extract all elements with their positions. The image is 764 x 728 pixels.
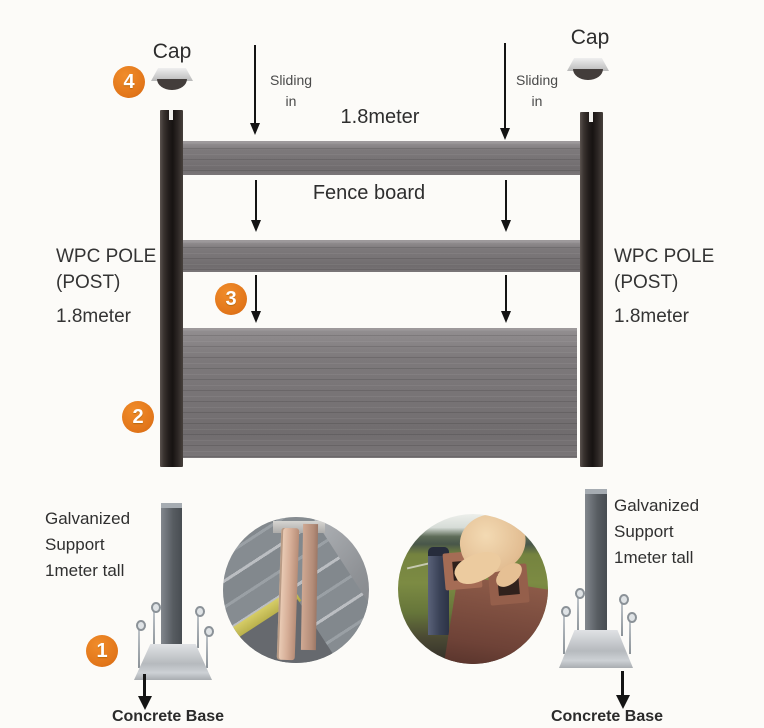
support-label-right: Galvanized Support 1meter tall bbox=[614, 493, 699, 571]
anchor-bolt bbox=[575, 588, 585, 634]
step-badge-4: 4 bbox=[113, 66, 145, 98]
arrow-down-icon-lower-right bbox=[505, 275, 507, 311]
arrow-down-icon-mid-left bbox=[255, 180, 257, 220]
in-word: in bbox=[531, 93, 543, 109]
fence-board-1 bbox=[183, 141, 580, 175]
support-line2: Support bbox=[45, 535, 105, 554]
wpc-pole-right bbox=[580, 112, 603, 467]
step-badge-2: 2 bbox=[122, 401, 154, 433]
step-badge-1: 1 bbox=[86, 635, 118, 667]
support-line2: Support bbox=[614, 522, 674, 541]
sliding-in-annotation-right: Sliding in bbox=[508, 70, 566, 112]
fence-board-label: Fence board bbox=[312, 182, 426, 204]
wpc-pole-left bbox=[160, 110, 183, 467]
pole-height-left: 1.8meter bbox=[56, 306, 131, 327]
support-line3: 1meter tall bbox=[614, 548, 694, 567]
fence-board-2 bbox=[183, 240, 580, 272]
arrow-down-icon-concrete-right bbox=[621, 671, 624, 695]
anchor-bolt bbox=[204, 626, 214, 668]
sliding-word: Sliding bbox=[269, 72, 313, 88]
post-cap-graphic-left bbox=[151, 68, 193, 92]
pole-name-left: WPC POLE bbox=[56, 246, 157, 267]
anchor-bolt bbox=[561, 606, 571, 654]
pole-type-left: (POST) bbox=[56, 272, 121, 293]
anchor-bolt bbox=[619, 594, 629, 636]
cap-under-face bbox=[157, 79, 187, 90]
pole-height-right: 1.8meter bbox=[614, 306, 689, 327]
post-cap-graphic-right bbox=[567, 58, 609, 82]
galvanized-support-post-right bbox=[585, 489, 607, 637]
photo-board-slide-closeup bbox=[223, 517, 369, 663]
support-line3: 1meter tall bbox=[45, 561, 125, 580]
step-badge-3: 3 bbox=[215, 283, 247, 315]
arrow-down-icon-top-right bbox=[504, 43, 506, 128]
pole-type-right: (POST) bbox=[614, 272, 679, 293]
anchor-bolt bbox=[136, 620, 146, 668]
cap-label-left: Cap bbox=[152, 40, 192, 63]
cap-under-face bbox=[573, 69, 603, 80]
sliding-word: Sliding bbox=[515, 72, 559, 88]
fence-panel-bottom bbox=[183, 328, 577, 458]
support-line1: Galvanized bbox=[614, 496, 700, 515]
arrow-down-icon-top-left bbox=[254, 45, 256, 123]
arrow-down-icon-concrete-left bbox=[143, 674, 146, 696]
in-word: in bbox=[285, 93, 297, 109]
board-length-label: 1.8meter bbox=[340, 106, 420, 128]
arrow-down-icon-lower-left bbox=[255, 275, 257, 311]
cap-top-face bbox=[567, 58, 609, 71]
galvanized-support-post-left bbox=[161, 503, 182, 651]
concrete-base-label-right: Concrete Base bbox=[550, 708, 664, 725]
cap-label-right: Cap bbox=[570, 26, 610, 49]
arrow-down-icon-mid-right bbox=[505, 180, 507, 220]
anchor-bolt bbox=[151, 602, 161, 648]
sliding-in-annotation-left: Sliding in bbox=[262, 70, 320, 112]
photo1-pole-back bbox=[300, 523, 319, 651]
concrete-base-label-left: Concrete Base bbox=[111, 708, 225, 725]
support-line1: Galvanized bbox=[45, 509, 131, 528]
anchor-bolt bbox=[195, 606, 205, 648]
cap-top-face bbox=[151, 68, 193, 81]
anchor-bolt bbox=[627, 612, 637, 654]
photo-pole-install-hand bbox=[398, 514, 548, 664]
support-label-left: Galvanized Support 1meter tall bbox=[45, 506, 130, 584]
pole-name-right: WPC POLE bbox=[614, 246, 715, 267]
